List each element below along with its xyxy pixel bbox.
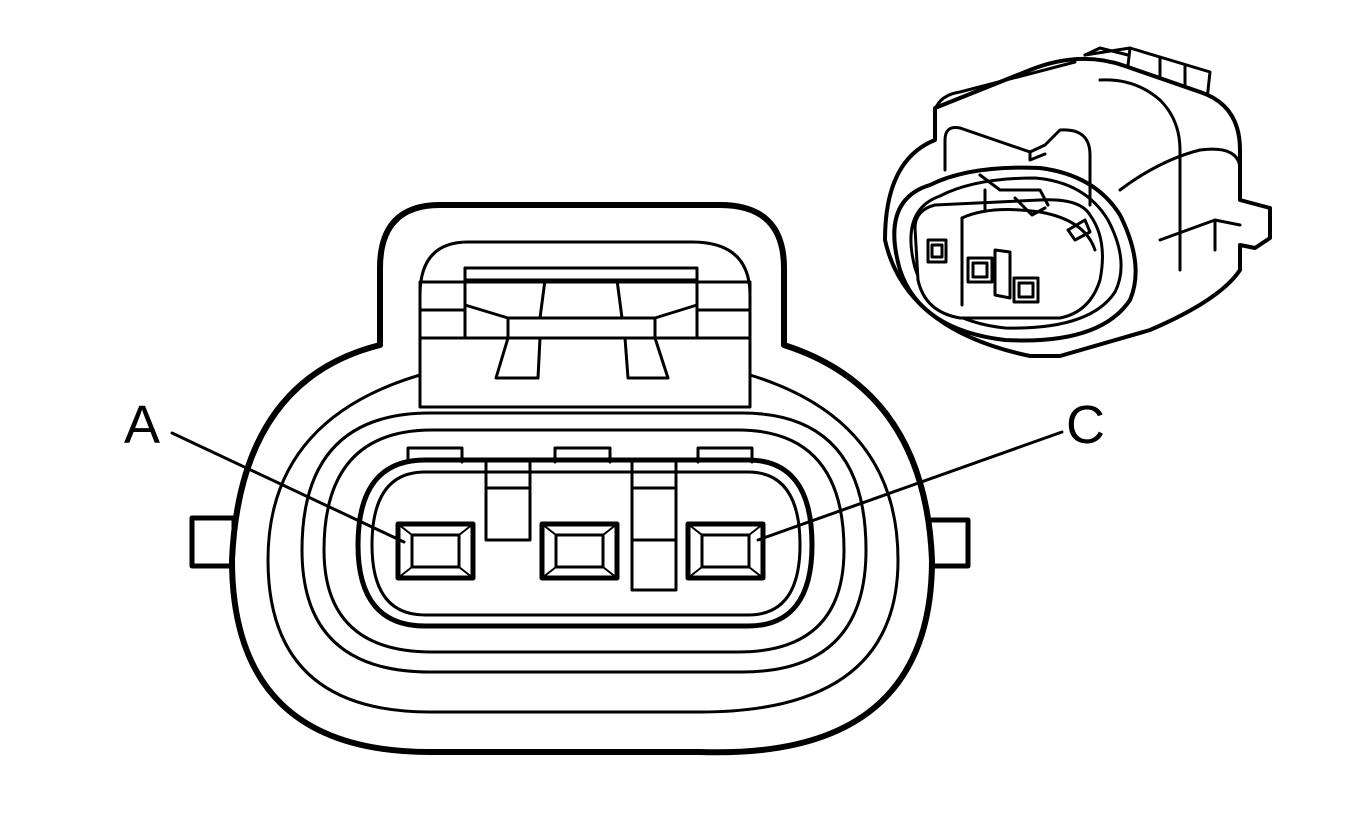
callout-leader-c — [756, 430, 1064, 542]
cavity-ring-middle — [322, 428, 846, 654]
terminal-cavity-b — [539, 521, 620, 581]
cavity-ring-outer — [300, 411, 868, 674]
terminal-cavity-c — [685, 521, 766, 581]
housing-inner-contour — [266, 240, 900, 714]
connector-face-view — [170, 202, 1064, 756]
locking-latch — [463, 266, 699, 380]
latch-window — [418, 280, 752, 409]
left-side-tab — [189, 515, 237, 569]
cavity-ring-inner — [355, 457, 815, 629]
cavity-ring-floor — [370, 470, 802, 617]
connector-perspective-view — [883, 46, 1272, 358]
terminal-cavity-a — [395, 521, 476, 581]
callout-leader-a — [170, 431, 406, 544]
terminal-towers — [406, 446, 754, 592]
callout-label-c: C — [1066, 395, 1105, 455]
callout-label-a: A — [124, 395, 160, 455]
